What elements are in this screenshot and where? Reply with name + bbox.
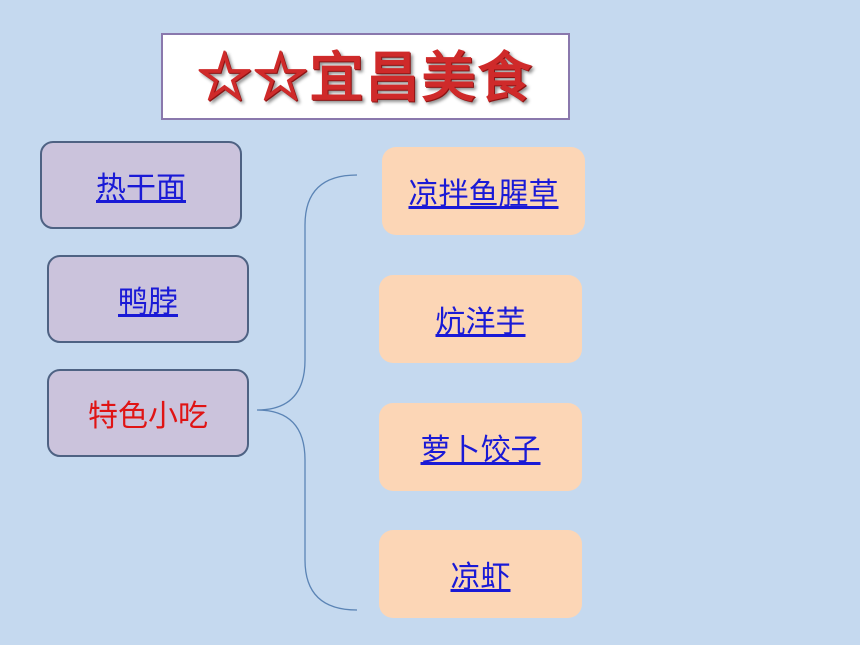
label-te-se-xiao-chi: 特色小吃 <box>88 399 208 434</box>
brace-path <box>256 174 358 611</box>
link-liang-ban-yu-xing-cao[interactable]: 凉拌鱼腥草 <box>408 177 559 212</box>
link-re-gan-mian[interactable]: 热干面 <box>96 171 186 206</box>
link-kang-yang-yu[interactable]: 炕洋芋 <box>435 305 526 340</box>
page-title: ☆☆宜昌美食 <box>198 50 534 104</box>
title-box: ☆☆宜昌美食 <box>161 33 570 120</box>
node-te-se-xiao-chi: 特色小吃 <box>47 369 249 457</box>
node-kang-yang-yu[interactable]: 炕洋芋 <box>379 275 582 363</box>
link-liang-xia[interactable]: 凉虾 <box>450 560 511 595</box>
link-luo-bo-jiao-zi[interactable]: 萝卜饺子 <box>420 433 541 468</box>
title-text: 宜昌美食 <box>309 44 534 109</box>
node-re-gan-mian[interactable]: 热干面 <box>40 141 242 229</box>
node-liang-ban-yu-xing-cao[interactable]: 凉拌鱼腥草 <box>382 147 585 235</box>
node-ya-bo[interactable]: 鸭脖 <box>47 255 249 343</box>
link-ya-bo[interactable]: 鸭脖 <box>118 285 178 320</box>
star-icons: ☆☆ <box>197 44 310 109</box>
node-liang-xia[interactable]: 凉虾 <box>379 530 582 618</box>
node-luo-bo-jiao-zi[interactable]: 萝卜饺子 <box>379 403 582 491</box>
